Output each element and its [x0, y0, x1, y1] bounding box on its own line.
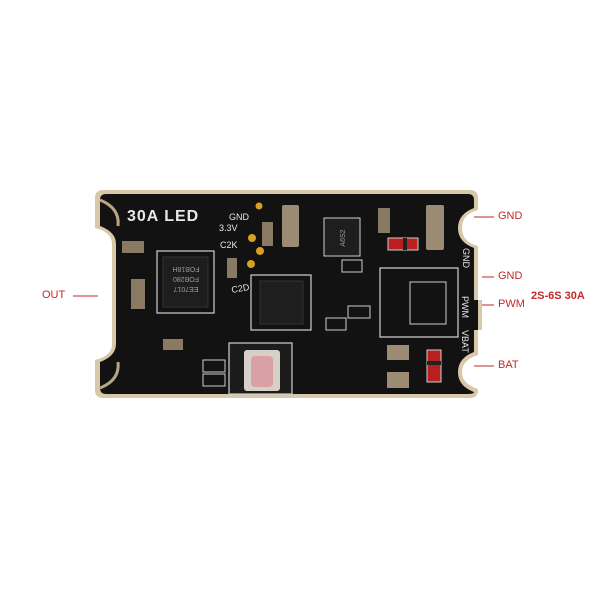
cap-small-2: [378, 208, 390, 233]
cap-small-6: [227, 258, 237, 278]
diode-top-band: [403, 238, 407, 250]
resistor-1: [202, 359, 226, 373]
cap-small-5: [163, 339, 183, 350]
mosfet-mark: A6S2: [340, 229, 347, 246]
mosfet-top: [323, 217, 361, 257]
resistor-2: [202, 373, 226, 387]
mark-c2d: C2D: [231, 282, 251, 295]
cap-small-1: [262, 222, 273, 246]
cap-top-2: [426, 205, 444, 250]
chip-text-2: FOB280: [173, 275, 199, 282]
callout-out: OUT: [42, 289, 66, 301]
resistor-3: [325, 317, 347, 331]
callout-bat: BAT: [498, 359, 519, 371]
silkscreen-title: 30A LED: [127, 208, 199, 225]
driver-outline: [250, 274, 312, 331]
pad-3v3: [248, 234, 256, 242]
chip-text-3: EE7017: [173, 285, 198, 292]
driver-chip: [259, 280, 304, 325]
mark-3v3: 3.3V: [219, 223, 238, 233]
mark-gnd-right: GND: [461, 248, 471, 269]
callout-spec: 2S-6S 30A: [531, 290, 585, 302]
cap-bottom-2: [387, 372, 409, 388]
pcb-notch-left-top: [99, 198, 120, 227]
cap-bottom-1: [387, 345, 409, 360]
pad-gnd: [255, 202, 263, 210]
cap-small-4: [131, 279, 145, 309]
callout-pwm: PWM: [498, 298, 525, 310]
diode-bottom: [426, 349, 442, 383]
mark-gnd-top: GND: [229, 212, 250, 222]
pad-c2k: [256, 247, 264, 255]
cap-small-3: [122, 241, 144, 253]
resistor-4: [347, 305, 371, 319]
mark-c2k: C2K: [220, 240, 238, 250]
callout-gnd-top: GND: [498, 210, 523, 222]
resistor-5: [341, 259, 363, 273]
power-mosfet-tab: [409, 281, 447, 325]
cap-top-1: [282, 205, 299, 247]
mark-pwm: PWM: [460, 296, 470, 318]
callout-gnd-mid: GND: [498, 270, 523, 282]
pad-c2d: [247, 260, 255, 268]
led-lens: [251, 356, 273, 387]
mcu-outline: [156, 250, 215, 314]
pcb-notch-left-bottom: [99, 361, 120, 390]
power-mosfet-outline: [379, 267, 459, 338]
chip-text-1: FOB18H: [172, 265, 199, 272]
mcu-chip: [162, 256, 209, 308]
diode-bottom-band: [427, 361, 441, 365]
mark-vbat: VBAT: [460, 330, 470, 353]
